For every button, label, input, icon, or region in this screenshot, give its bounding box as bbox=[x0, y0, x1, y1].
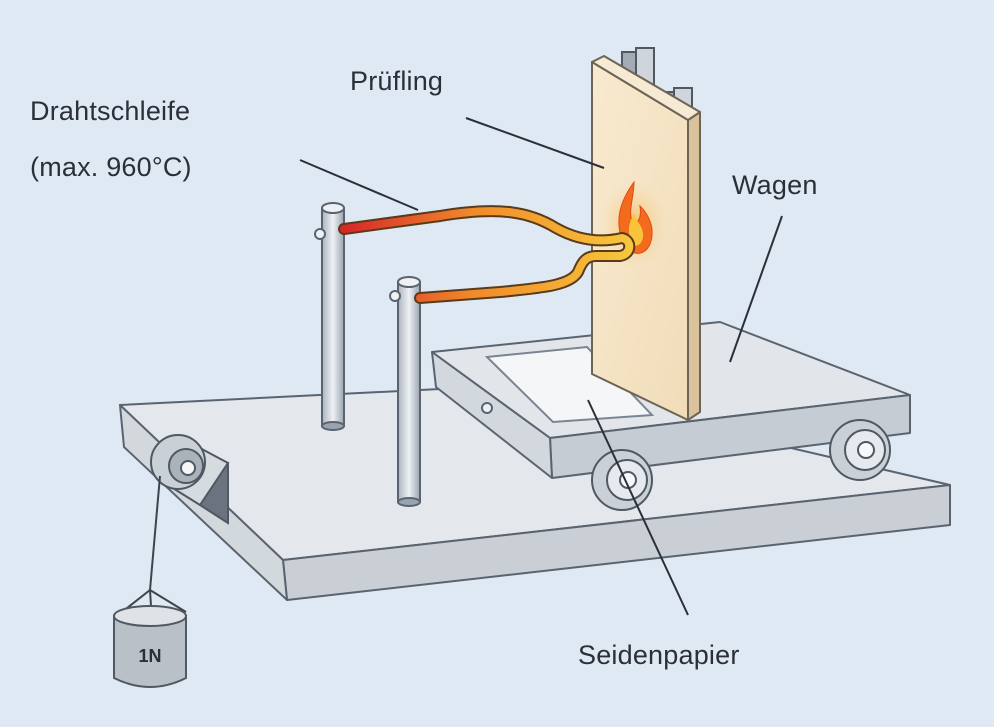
carriage-wheel-rear bbox=[829, 419, 891, 481]
weight-label: 1N bbox=[138, 646, 161, 666]
rear-support-pole bbox=[314, 202, 345, 431]
leader-drahtschleife bbox=[299, 159, 419, 211]
weight-1n bbox=[113, 605, 187, 688]
tissue-paper-sheet bbox=[484, 345, 655, 424]
label-drahtschleife: Drahtschleife bbox=[30, 96, 191, 126]
front-support-pole bbox=[389, 276, 421, 507]
leader-pruefling bbox=[465, 117, 605, 169]
pulley bbox=[150, 434, 230, 525]
leader-wagen bbox=[729, 215, 783, 363]
label-seidenpapier: Seidenpapier bbox=[578, 640, 740, 670]
label-max-temperature: (max. 960°C) bbox=[30, 152, 192, 182]
leader-seidenpapier bbox=[587, 399, 689, 616]
glow-wire-loop bbox=[338, 205, 636, 304]
carriage-wheel-front bbox=[591, 449, 653, 511]
label-wagen: Wagen bbox=[732, 170, 818, 200]
label-pruefling: Prüfling bbox=[350, 66, 444, 96]
leader-lines bbox=[299, 117, 783, 616]
